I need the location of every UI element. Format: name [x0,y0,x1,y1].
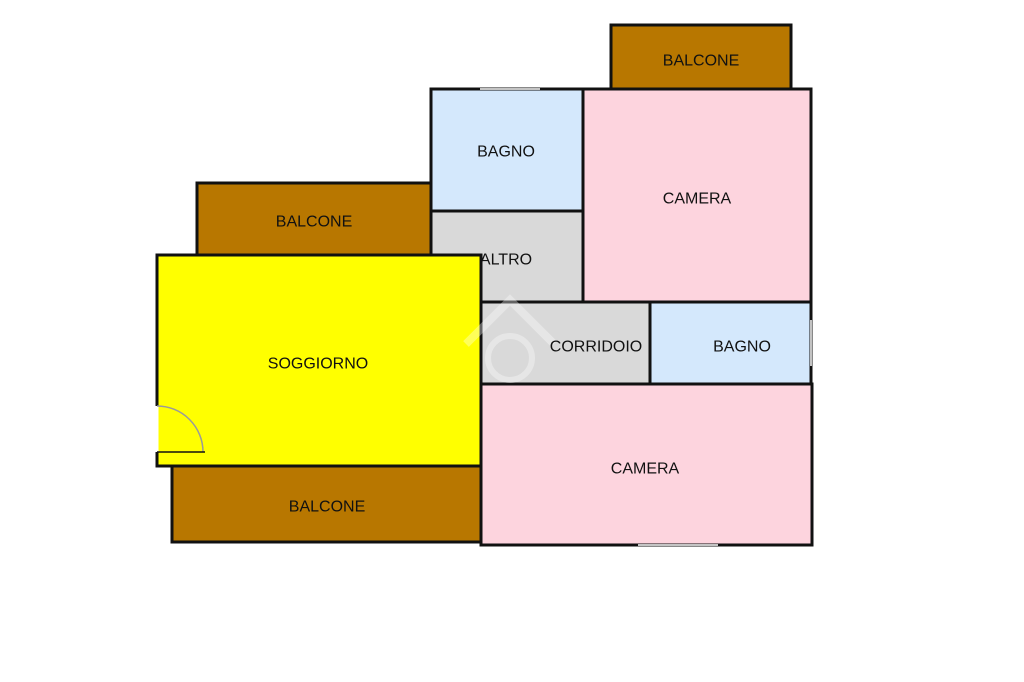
soggiorno-area [155,253,483,468]
balcone-top-label: BALCONE [663,53,739,70]
balcone-left-area [195,181,435,257]
camera-top-area [581,87,813,304]
balcone-bottom-label: BALCONE [289,499,365,516]
bagno-top-label: BAGNO [477,144,535,161]
camera-bottom-area [479,382,814,547]
camera-top-label: CAMERA [663,191,732,208]
corridoio-label: CORRIDOIO [550,339,642,356]
soggiorno-label: SOGGIORNO [268,356,368,373]
corridoio-area [479,300,652,386]
balcone-left-label: BALCONE [276,214,352,231]
balcone-top-area [609,23,793,91]
camera-bottom-label: CAMERA [611,461,680,478]
altro-label: ALTRO [480,252,532,269]
door-swing-icon [155,405,205,453]
house-watermark-icon [463,294,557,383]
bagno-right-label: BAGNO [713,339,771,356]
